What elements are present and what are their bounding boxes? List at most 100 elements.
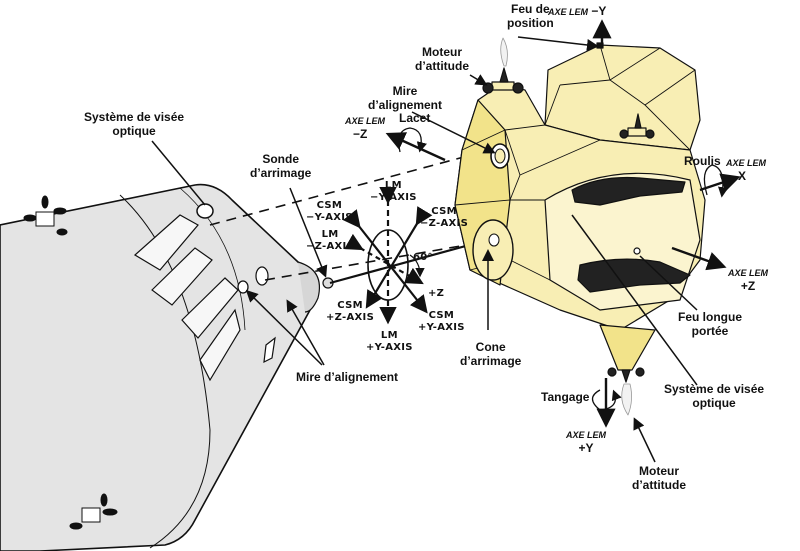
label-line: optique xyxy=(692,396,736,410)
lm-tracking-light xyxy=(633,247,641,255)
leader-mire-alignement-bottom-1 xyxy=(245,289,323,366)
label-line: Moteur xyxy=(422,45,462,59)
label-line: Cone xyxy=(475,340,506,354)
csm-optical-sight xyxy=(196,203,214,219)
rcs-plume-top xyxy=(500,37,508,67)
csm-alignment-target xyxy=(237,280,249,294)
label-lm-minus-y-axis: LM −Y-AXIS xyxy=(370,180,417,204)
lm-lower-cone xyxy=(599,324,656,371)
label-line: +Y xyxy=(578,441,594,455)
label-systeme-visee-right: Système de visée optique xyxy=(664,382,764,410)
label-line: LM xyxy=(321,229,339,240)
label-line: position xyxy=(507,16,554,30)
label-lacet: Lacet xyxy=(399,111,430,125)
label-line: AXE LEM xyxy=(726,158,767,168)
lm-position-light xyxy=(596,42,604,49)
label-line: X xyxy=(738,169,747,183)
label-line: CSM xyxy=(431,206,457,217)
label-line: +Z xyxy=(428,288,445,299)
label-line: CSM xyxy=(428,310,455,321)
leader-feu-position xyxy=(517,36,599,51)
label-csm-plus-y-axis: CSM +Y-AXIS xyxy=(418,310,465,334)
label-csm-minus-y-axis: CSM −Y-AXIS xyxy=(306,200,353,224)
label-line: Moteur xyxy=(639,464,679,478)
label-axe-lem-plus-z: AXE LEM +Z xyxy=(728,268,768,293)
csm-rcs-quad-top xyxy=(23,195,68,236)
leader-systeme-visee-right xyxy=(571,214,698,386)
label-line: AXE LEM xyxy=(548,7,589,17)
label-line: Mire d’alignement xyxy=(296,370,399,384)
label-mire-alignement-top: Mire d’alignement xyxy=(368,84,442,112)
label-axe-lem-plus-y: AXE LEM +Y xyxy=(566,430,606,455)
label-csm-minus-z-axis: CSM −Z-AXIS xyxy=(420,206,468,230)
astronaut-upper xyxy=(571,176,686,206)
label-line: AXE LEM xyxy=(728,268,769,278)
label-line: Tangage xyxy=(541,390,590,404)
lacet-rotation-icon xyxy=(398,127,427,153)
label-line: Feu de xyxy=(511,2,550,16)
label-plus-z: +Z xyxy=(428,288,444,300)
alignment-sightlines xyxy=(209,149,496,281)
label-line: d’attitude xyxy=(632,478,686,492)
label-line: CSM xyxy=(337,300,363,311)
label-roulis: Roulis xyxy=(684,154,721,168)
label-line: Roulis xyxy=(684,154,721,168)
angle-arc xyxy=(409,254,425,278)
axis-cross xyxy=(342,186,433,325)
roulis-rotation-icon xyxy=(703,164,729,198)
label-line: Mire xyxy=(392,84,418,98)
label-lm-plus-y-axis: LM +Y-AXIS xyxy=(366,330,413,354)
label-line: −Y-AXIS xyxy=(306,212,353,223)
axe-lem-plus-z-arrow xyxy=(671,246,727,271)
label-line: d’arrimage xyxy=(460,354,522,368)
csm-window xyxy=(255,266,269,286)
lm-docking-cone-center xyxy=(488,233,500,247)
label-tangage: Tangage xyxy=(541,390,589,404)
label-line: LM xyxy=(384,180,402,191)
label-angle-60: 60° xyxy=(413,252,433,264)
leader-lines xyxy=(151,36,698,463)
label-line: +Z-AXIS xyxy=(326,312,375,323)
label-line: −Z xyxy=(353,127,368,141)
leader-systeme-visee-left xyxy=(151,140,206,206)
label-axe-lem-minus-y: AXE LEM −Y xyxy=(548,4,606,18)
label-mire-alignement-bottom: Mire d’alignement xyxy=(296,370,398,384)
label-line: +Z xyxy=(740,279,756,293)
leader-sonde-arrimage xyxy=(289,187,328,278)
label-line: d’attitude xyxy=(415,59,469,73)
label-line: +Y-AXIS xyxy=(418,322,465,333)
label-sonde-arrimage: Sonde d’arrimage xyxy=(250,152,311,180)
leader-moteur-attitude-top xyxy=(469,74,488,86)
label-line: 60° xyxy=(413,252,433,263)
csm-seam-2 xyxy=(179,187,246,331)
label-lm-minus-z-axis: LM −Z-AXIS xyxy=(306,229,354,253)
label-axe-lem-x: AXE LEM X xyxy=(726,158,766,183)
label-csm-plus-z-axis: CSM +Z-AXIS xyxy=(326,300,374,324)
leader-feu-longue-portee xyxy=(639,255,698,311)
leader-mire-alignement-top xyxy=(411,111,496,154)
label-line: Système de visée xyxy=(84,110,185,124)
csm-nose-ring xyxy=(297,261,320,313)
lm-rcs-right xyxy=(619,113,655,139)
rcs-plume-bottom xyxy=(621,383,632,416)
label-moteur-attitude-bottom: Moteur d’attitude xyxy=(632,464,686,492)
label-line: Système de visée xyxy=(664,382,765,396)
lm-rcs-bottom xyxy=(607,367,645,416)
label-feu-position: Feu de position xyxy=(507,2,554,30)
label-line: −Z-AXIS xyxy=(420,218,469,229)
axe-lem-minus-z-arrow xyxy=(385,132,446,162)
csm-rcs-quad-bottom xyxy=(69,493,118,530)
label-line: Sonde xyxy=(262,152,300,166)
label-feu-longue-portee: Feu longue portée xyxy=(678,310,742,338)
lm-attitude-arrows xyxy=(385,19,741,428)
label-line: Feu longue xyxy=(678,310,742,324)
axe-lem-x-arrow xyxy=(699,173,741,192)
label-cone-arrimage: Cone d’arrimage xyxy=(460,340,521,368)
label-line: Lacet xyxy=(399,111,431,125)
label-line: d’alignement xyxy=(368,98,443,112)
csm-small-hatch xyxy=(263,336,276,364)
label-moteur-attitude-top: Moteur d’attitude xyxy=(415,45,469,73)
lm-rcs-top-left xyxy=(482,37,524,94)
label-systeme-visee-left: Système de visée optique xyxy=(84,110,184,138)
